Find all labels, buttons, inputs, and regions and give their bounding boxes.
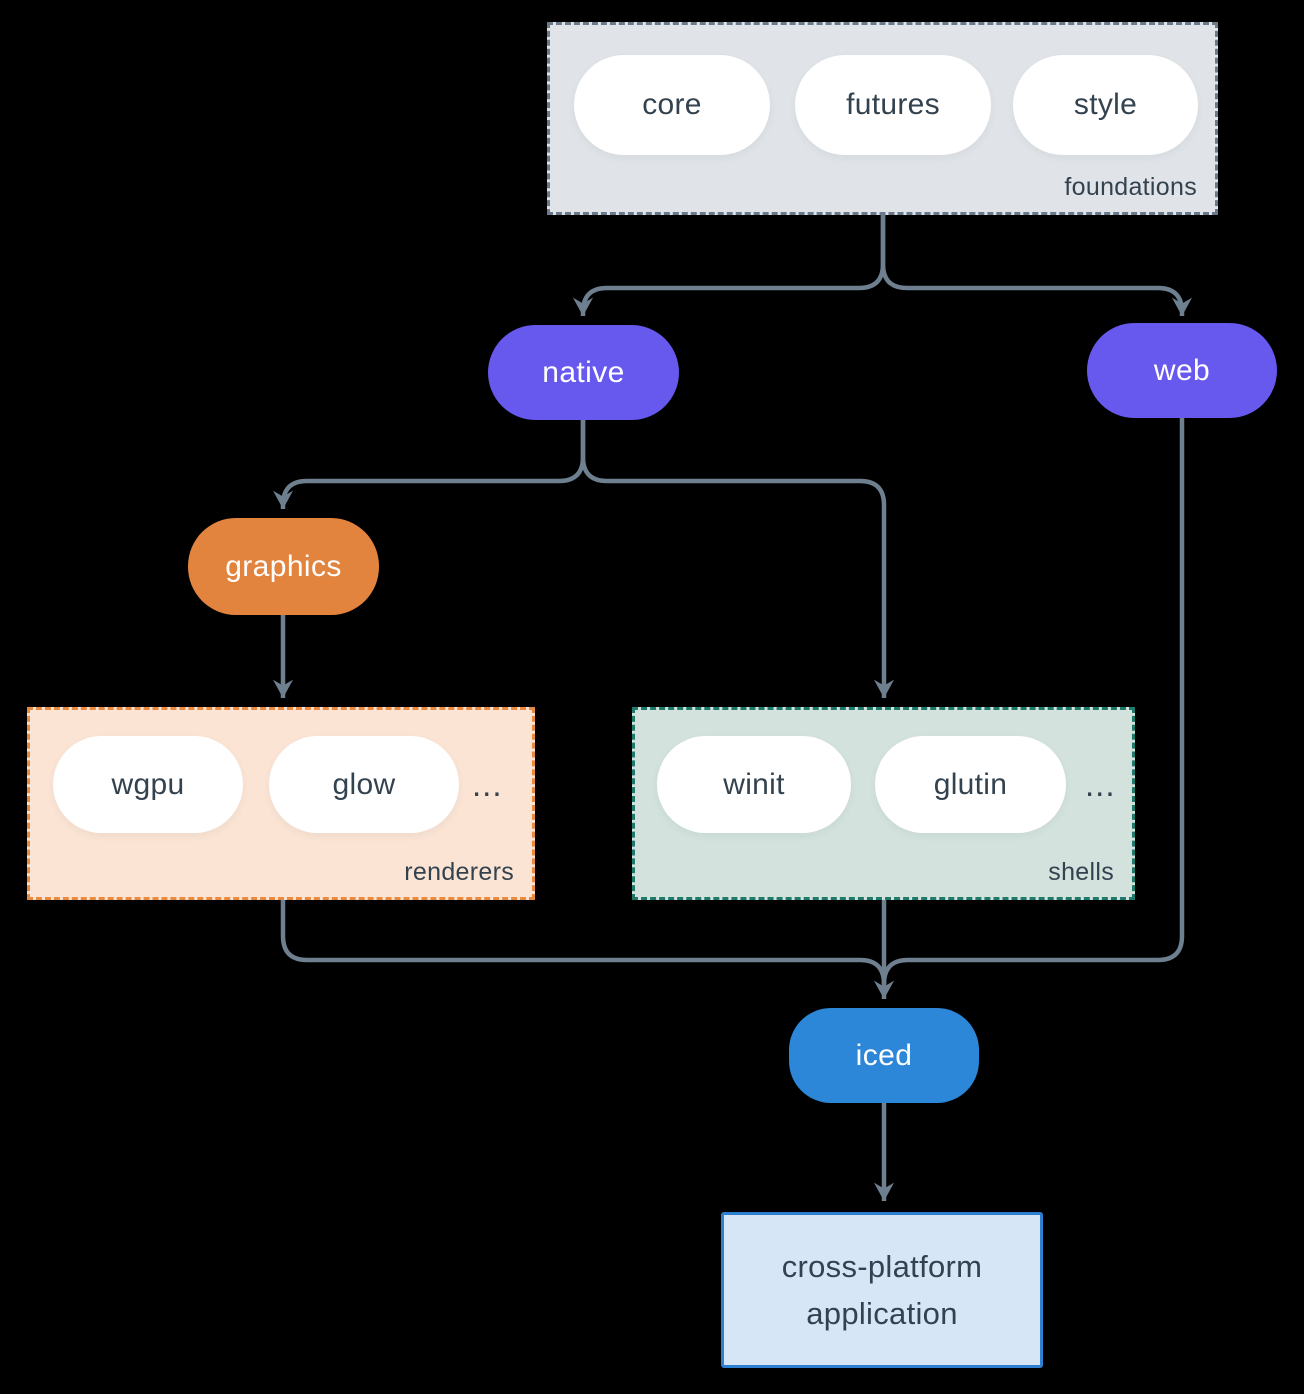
edge-foundations-to-web <box>880 215 1193 316</box>
node-native: native <box>488 325 679 420</box>
node-web: web <box>1087 323 1277 418</box>
group-shells: winit glutin ... shells <box>632 707 1135 900</box>
edge-renderers-to-merge <box>280 900 887 985</box>
pill-futures-label: futures <box>846 88 940 121</box>
pill-winit-label: winit <box>723 767 785 801</box>
pill-futures: futures <box>795 55 991 155</box>
pill-glow: glow <box>269 736 459 833</box>
pill-wgpu: wgpu <box>53 736 243 833</box>
node-application: cross-platform application <box>721 1212 1043 1368</box>
node-graphics-label: graphics <box>225 549 342 583</box>
edge-foundations-to-native <box>572 215 886 316</box>
node-web-label: web <box>1153 353 1211 387</box>
node-iced-label: iced <box>855 1038 913 1072</box>
node-native-label: native <box>542 355 625 389</box>
group-foundations-label: foundations <box>1064 173 1197 201</box>
pill-style: style <box>1013 55 1198 155</box>
pill-style-label: style <box>1073 88 1138 121</box>
pill-core: core <box>574 55 770 155</box>
renderers-ellipsis: ... <box>472 766 503 803</box>
group-renderers-label: renderers <box>404 858 514 886</box>
shells-ellipsis: ... <box>1085 766 1116 803</box>
group-shells-label: shells <box>1048 858 1114 886</box>
edge-native-to-shells <box>580 420 895 698</box>
pill-winit: winit <box>657 736 851 833</box>
pill-core-label: core <box>642 88 702 121</box>
node-graphics: graphics <box>188 518 379 615</box>
node-iced: iced <box>789 1008 979 1103</box>
edge-native-to-graphics <box>272 420 586 509</box>
group-foundations: core futures style foundations <box>547 22 1218 215</box>
pill-glutin: glutin <box>875 736 1066 833</box>
pill-glow-label: glow <box>332 767 396 801</box>
pill-glutin-label: glutin <box>933 767 1008 801</box>
group-renderers: wgpu glow ... renderers <box>27 707 535 900</box>
pill-wgpu-label: wgpu <box>111 767 185 801</box>
node-application-label: cross-platform application <box>781 1249 983 1331</box>
